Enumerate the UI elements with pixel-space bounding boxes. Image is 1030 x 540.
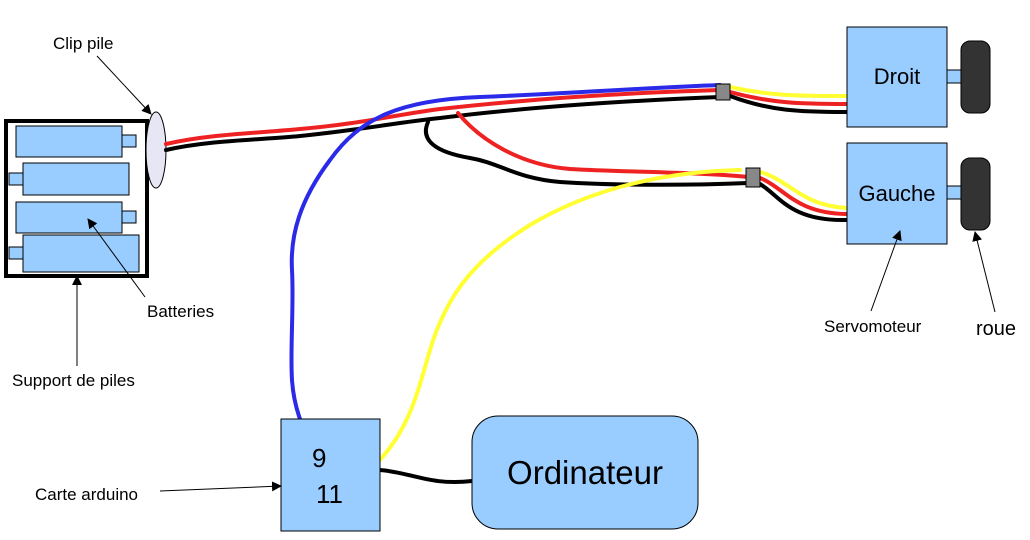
arduino-board: 9 11 — [280, 418, 381, 532]
label-servomoteur: Servomoteur — [824, 317, 922, 336]
pin-9-label: 9 — [312, 443, 326, 473]
servo-gauche: Gauche — [846, 142, 962, 245]
battery-cell — [8, 234, 140, 273]
wire-red — [164, 88, 722, 146]
label-roue: roue — [976, 318, 1016, 340]
wire-usb — [378, 468, 474, 484]
battery-cell — [8, 162, 130, 196]
arrow-batteries — [87, 218, 146, 298]
connector-gauche — [745, 167, 761, 188]
wire-gauche-yellow — [758, 170, 848, 210]
wire-black-branch — [424, 120, 750, 187]
wheel-droit — [960, 40, 991, 114]
battery-clip — [145, 111, 167, 189]
wheel-gauche — [960, 157, 991, 231]
computer-label: Ordinateur — [507, 454, 663, 491]
wire-blue — [289, 83, 722, 449]
label-carte-arduino: Carte arduino — [35, 485, 138, 504]
wire-droit-red — [728, 90, 848, 106]
label-batteries: Batteries — [147, 302, 214, 321]
wire-gauche-black — [758, 182, 848, 223]
connector-droit — [715, 83, 731, 101]
label-support-de-piles: Support de piles — [12, 371, 135, 390]
wire-droit-black — [728, 94, 848, 114]
pin-11-label: 11 — [316, 479, 343, 509]
wire-black — [164, 95, 722, 152]
wire-droit-yellow — [728, 85, 848, 98]
arrow-servomoteur — [870, 230, 902, 312]
servo-gauche-label: Gauche — [858, 181, 935, 206]
battery-cell — [15, 125, 137, 158]
battery-holder — [4, 119, 149, 278]
arrow-carte-arduino — [159, 481, 282, 492]
servo-droit-label: Droit — [874, 64, 920, 89]
servo-droit: Droit — [846, 26, 962, 128]
arrow-roue — [972, 231, 996, 313]
computer-box: Ordinateur — [471, 415, 699, 530]
label-clip-pile: Clip pile — [53, 34, 113, 53]
arrow-clip-pile — [96, 55, 152, 115]
wire-gauche-red — [758, 176, 848, 216]
battery-cell — [15, 201, 137, 234]
